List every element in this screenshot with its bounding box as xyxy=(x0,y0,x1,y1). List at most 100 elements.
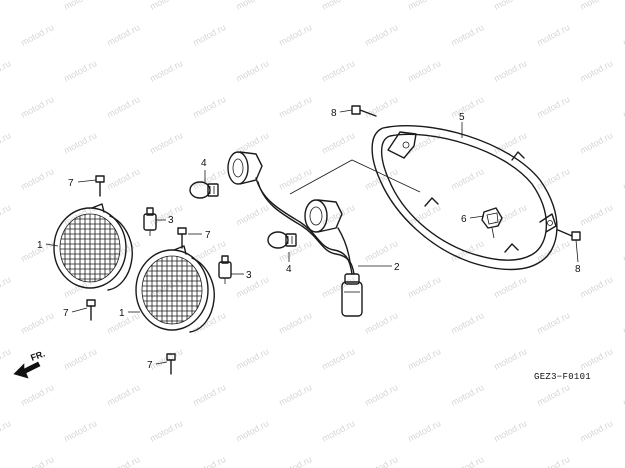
watermark-text: motod.ru xyxy=(578,130,614,156)
bolt-upper-left[interactable] xyxy=(95,175,105,197)
callout-bolt-mid: 7 xyxy=(205,230,211,241)
watermark-text: motod.ru xyxy=(0,0,12,12)
watermark-text: motod.ru xyxy=(0,202,12,228)
watermark-text: motod.ru xyxy=(449,94,485,120)
watermark-text: motod.ru xyxy=(19,94,55,120)
callout-wire-harness: 2 xyxy=(394,262,400,273)
watermark-text: motod.ru xyxy=(234,346,270,372)
watermark-text: motod.ru xyxy=(492,274,528,300)
watermark-text: motod.ru xyxy=(191,310,227,336)
front-arrow-icon xyxy=(13,361,41,379)
watermark-text: motod.ru xyxy=(0,58,12,84)
watermark-text: motod.ru xyxy=(363,238,399,264)
watermark-text: motod.ru xyxy=(535,22,571,48)
watermark-text: motod.ru xyxy=(320,418,356,444)
watermark-text: motod.ru xyxy=(0,346,12,372)
headlight-case[interactable] xyxy=(371,125,558,271)
watermark-text: motod.ru xyxy=(578,58,614,84)
watermark-text: motod.ru xyxy=(406,58,442,84)
watermark-text: motod.ru xyxy=(320,58,356,84)
leader-lines xyxy=(45,109,579,365)
watermark-text: motod.ru xyxy=(406,346,442,372)
bolt-mid[interactable] xyxy=(177,227,187,249)
watermark-text: motod.ru xyxy=(320,346,356,372)
watermark-text: motod.ru xyxy=(0,418,12,444)
watermark-text: motod.ru xyxy=(492,418,528,444)
watermark-text: motod.ru xyxy=(578,0,614,12)
watermark-text: motod.ru xyxy=(449,22,485,48)
watermark-text: motod.ru xyxy=(19,22,55,48)
watermark-text: motod.ru xyxy=(406,274,442,300)
watermark-text: motod.ru xyxy=(449,166,485,192)
watermark-text: motod.ru xyxy=(234,202,270,228)
watermark-text: motod.ru xyxy=(449,382,485,408)
watermark-text: motod.ru xyxy=(363,22,399,48)
watermark-text: motod.ru xyxy=(578,274,614,300)
watermark-text: motod.ru xyxy=(621,382,625,408)
watermark-text: motod.ru xyxy=(148,0,184,12)
watermark-text: motod.ru xyxy=(148,58,184,84)
bolt-case-right[interactable] xyxy=(557,229,581,241)
watermark-text: motod.ru xyxy=(320,274,356,300)
watermark-text: motod.ru xyxy=(578,202,614,228)
watermark-text: motod.ru xyxy=(191,22,227,48)
watermark-text: motod.ru xyxy=(492,0,528,12)
watermark-text: motod.ru xyxy=(277,454,313,468)
watermark-text: motod.ru xyxy=(62,0,98,12)
socket-left[interactable] xyxy=(143,207,157,236)
watermark-text: motod.ru xyxy=(277,166,313,192)
watermark-text: motod.ru xyxy=(406,0,442,12)
watermark-text: motod.ru xyxy=(621,22,625,48)
watermark-text: motod.ru xyxy=(62,346,98,372)
watermark-text: motod.ru xyxy=(621,310,625,336)
watermark-text: motod.ru xyxy=(277,382,313,408)
headlight-unit-right[interactable] xyxy=(135,245,215,333)
watermark-text: motod.ru xyxy=(19,454,55,468)
watermark-text: motod.ru xyxy=(449,310,485,336)
watermark-text: motod.ru xyxy=(234,274,270,300)
clip[interactable] xyxy=(481,207,503,239)
bolt-lower-left[interactable] xyxy=(86,299,96,321)
watermark-text: motod.ru xyxy=(621,166,625,192)
callout-clip: 6 xyxy=(461,214,467,225)
diagram-code: GEZ3−F0101 xyxy=(534,372,591,382)
bulb-lower[interactable] xyxy=(267,231,297,249)
watermark-text: motod.ru xyxy=(277,238,313,264)
watermark-text: motod.ru xyxy=(535,166,571,192)
headlight-unit-left[interactable] xyxy=(53,203,133,291)
watermark-text: motod.ru xyxy=(363,166,399,192)
watermark-text: motod.ru xyxy=(535,382,571,408)
watermark-text: motod.ru xyxy=(62,130,98,156)
reference-lines xyxy=(289,159,421,195)
callout-headlight-right: 1 xyxy=(119,308,125,319)
callout-headlight-left: 1 xyxy=(37,240,43,251)
watermark-text: motod.ru xyxy=(105,22,141,48)
watermark-text: motod.ru xyxy=(191,94,227,120)
bolt-bottom[interactable] xyxy=(166,353,176,375)
watermark-text: motod.ru xyxy=(277,310,313,336)
watermark-text: motod.ru xyxy=(449,238,485,264)
socket-right[interactable] xyxy=(218,255,232,284)
watermark-text: motod.ru xyxy=(621,94,625,120)
watermark-text: motod.ru xyxy=(621,238,625,264)
watermark-text: motod.ru xyxy=(105,382,141,408)
watermark-text: motod.ru xyxy=(148,418,184,444)
watermark-text: motod.ru xyxy=(105,238,141,264)
callout-bolt-lower-left: 7 xyxy=(63,308,69,319)
watermark-text: motod.ru xyxy=(0,130,12,156)
watermark-text: motod.ru xyxy=(19,310,55,336)
wire-harness[interactable] xyxy=(227,151,363,317)
watermark-text: motod.ru xyxy=(62,418,98,444)
watermark-text: motod.ru xyxy=(234,418,270,444)
watermark-text: motod.ru xyxy=(363,310,399,336)
watermark-text: motod.ru xyxy=(492,202,528,228)
watermark-text: motod.ru xyxy=(449,454,485,468)
watermark-text: motod.ru xyxy=(277,94,313,120)
watermark-text: motod.ru xyxy=(320,130,356,156)
watermark-text: motod.ru xyxy=(535,454,571,468)
callout-bolt-case-right: 8 xyxy=(575,264,581,275)
watermark-text: motod.ru xyxy=(105,166,141,192)
bulb-upper[interactable] xyxy=(189,181,219,199)
watermark-text: motod.ru xyxy=(277,22,313,48)
